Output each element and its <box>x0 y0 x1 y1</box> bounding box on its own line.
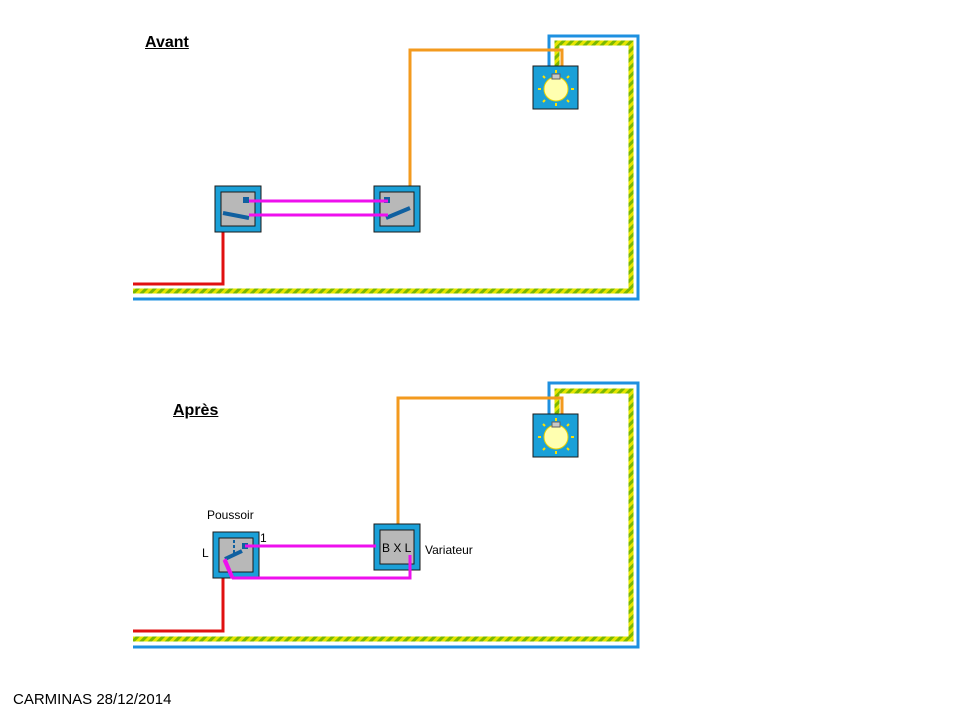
avant-title: Avant <box>145 34 189 51</box>
apres-title: Après <box>173 402 219 419</box>
footer-credit: CARMINAS 28/12/2014 <box>13 691 172 708</box>
dimmer-label: Variateur <box>425 543 473 557</box>
neutral-wire-apres <box>133 381 640 649</box>
apres-circuit: B X L <box>133 381 640 649</box>
pushbutton-label: Poussoir <box>207 508 254 522</box>
switch-icon[interactable] <box>214 185 262 233</box>
lamp-return-wire-avant <box>408 48 564 208</box>
phase-to-dimmer-jumper <box>222 559 234 579</box>
pushbutton-terminal-1: 1 <box>260 531 267 545</box>
neutral-wire-avant <box>133 34 640 301</box>
phase-wire-avant <box>133 213 225 286</box>
dimmer-icon[interactable] <box>373 523 421 571</box>
dimmer-terminals: B X L <box>382 541 412 555</box>
lamp-return-wire-apres <box>396 396 564 536</box>
bulb-icon <box>532 65 579 110</box>
bulb-icon <box>532 413 579 458</box>
pushbutton-terminal-l: L <box>202 546 209 560</box>
avant-circuit <box>133 34 640 301</box>
pushbutton-icon[interactable] <box>212 531 260 579</box>
switch-icon[interactable] <box>373 185 421 233</box>
phase-wire-apres <box>133 560 225 633</box>
